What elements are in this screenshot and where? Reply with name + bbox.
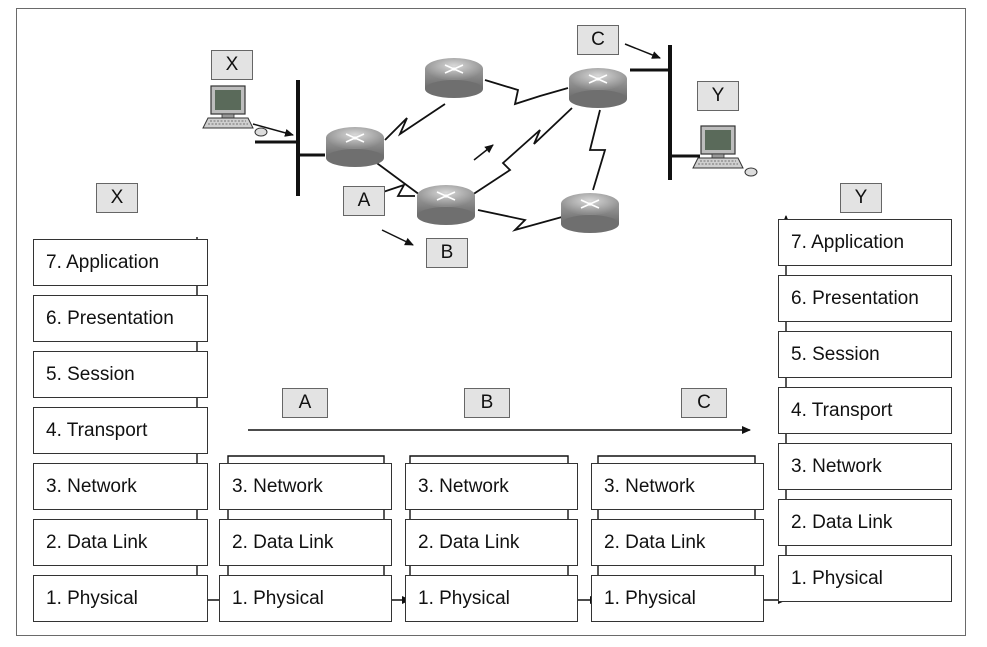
tag-x-topology: X [211,50,253,80]
router-icon [413,185,479,229]
router-icon [322,125,388,169]
stack-x-layer-5: 5. Session [33,351,208,398]
tag-c-topology: C [577,25,619,55]
tag-a-topology: A [343,186,385,216]
workstation-icon [693,124,759,194]
router-icon [565,68,631,112]
stack-c-layer-3: 3. Network [591,463,764,510]
tag-y-stack: Y [840,183,882,213]
stack-x-layer-4: 4. Transport [33,407,208,454]
stack-x-layer-6: 6. Presentation [33,295,208,342]
stack-y-layer-7: 7. Application [778,219,952,266]
stack-y-layer-3: 3. Network [778,443,952,490]
stack-c-layer-2: 2. Data Link [591,519,764,566]
stack-x-layer-2: 2. Data Link [33,519,208,566]
stack-y-layer-6: 6. Presentation [778,275,952,322]
router-icon [557,193,623,237]
stack-y-layer-5: 5. Session [778,331,952,378]
stack-a-layer-2: 2. Data Link [219,519,392,566]
stack-b-layer-3: 3. Network [405,463,578,510]
stack-b-layer-2: 2. Data Link [405,519,578,566]
tag-b-path: B [464,388,510,418]
stack-x-layer-7: 7. Application [33,239,208,286]
tag-b-topology: B [426,238,468,268]
stack-x-layer-3: 3. Network [33,463,208,510]
stack-y-layer-2: 2. Data Link [778,499,952,546]
stack-c-layer-1: 1. Physical [591,575,764,622]
stack-a-layer-1: 1. Physical [219,575,392,622]
stack-y-layer-1: 1. Physical [778,555,952,602]
stack-a-layer-3: 3. Network [219,463,392,510]
stack-y-layer-4: 4. Transport [778,387,952,434]
tag-y-topology: Y [697,81,739,111]
tag-c-path: C [681,388,727,418]
stack-b-layer-1: 1. Physical [405,575,578,622]
diagram-frame [16,8,966,636]
tag-x-stack: X [96,183,138,213]
workstation-icon [203,84,269,154]
tag-a-path: A [282,388,328,418]
stack-x-layer-1: 1. Physical [33,575,208,622]
router-icon [421,58,487,102]
